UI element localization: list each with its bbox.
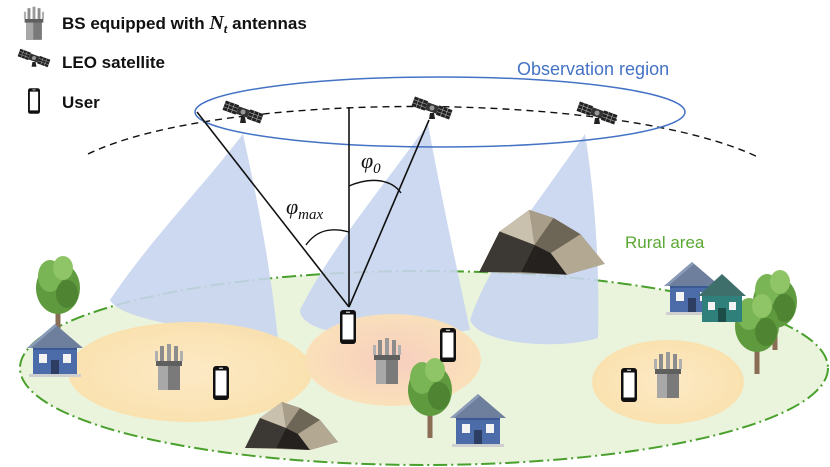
legend: BS equipped with Nt antennas LEO satelli… — [17, 6, 307, 114]
user-phone-icon-left — [213, 366, 229, 400]
legend-bs-label: BS equipped with Nt antennas — [62, 12, 307, 36]
satellite-icon-middle — [410, 95, 454, 121]
phi-max-label: φmax — [286, 194, 324, 223]
observation-region-ellipse — [194, 76, 686, 148]
legend-satellite-icon — [17, 48, 51, 68]
angle-arc-phi-max — [305, 229, 350, 246]
user-phone-icon-right — [621, 368, 637, 402]
rural-area-label: Rural area — [625, 233, 705, 252]
line-to-middle-satellite — [348, 119, 430, 308]
user-phone-icon-reference — [340, 310, 356, 344]
cell-coverage-left — [68, 322, 312, 422]
phi0-label: φ0 — [361, 148, 381, 177]
legend-user-label: User — [62, 93, 100, 112]
house-icon-right-2 — [698, 274, 746, 322]
legend-user-icon — [28, 88, 40, 114]
satellite-icon-right — [575, 100, 619, 126]
legend-leo-label: LEO satellite — [62, 53, 165, 72]
user-phone-icon-middle — [440, 328, 456, 362]
satellite-icon-left — [221, 99, 265, 125]
legend-base-station-icon — [23, 6, 45, 40]
beam-cone-left — [110, 134, 278, 340]
observation-region-label: Observation region — [517, 59, 669, 79]
line-to-left-satellite — [196, 111, 350, 308]
angle-arc-phi0 — [348, 179, 402, 194]
beam-cone-middle — [300, 124, 470, 338]
